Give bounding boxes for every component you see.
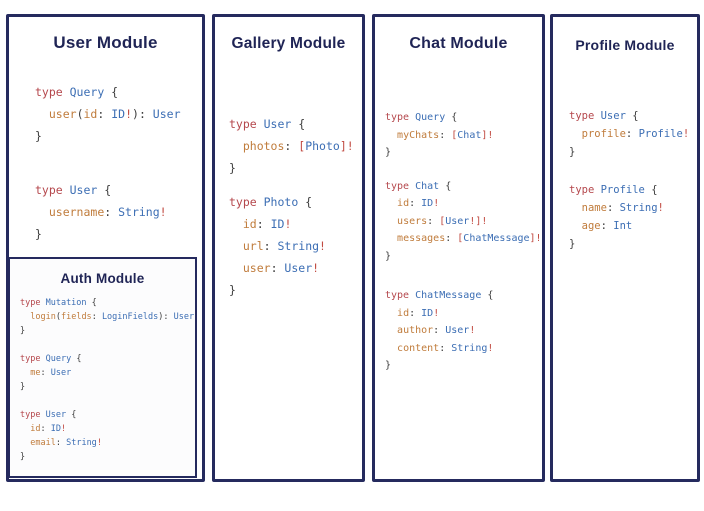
chat-module-panel: Chat Module type Query { myChats: [Chat]… — [372, 14, 545, 482]
user-module-title: User Module — [53, 33, 158, 52]
auth-module-code-block-3: type User { id: ID! email: String!} — [20, 410, 102, 462]
chat-module-code-block-2: type Chat { id: ID! users: [User!]! mess… — [385, 180, 542, 262]
auth-module-panel: Auth Module type Mutation { login(fields… — [8, 257, 197, 478]
gallery-module-title: Gallery Module — [231, 35, 346, 52]
gallery-module-panel: Gallery Module type User { photos: [Phot… — [212, 14, 365, 482]
profile-module-panel: Profile Module type User { profile: Prof… — [550, 14, 700, 482]
gallery-module-code-block-2: type Photo { id: ID! url: String! user: … — [229, 195, 326, 297]
user-module-code-block-2: type User { username: String!} — [35, 183, 167, 241]
auth-module-title: Auth Module — [60, 271, 145, 286]
auth-module-code-block-1: type Mutation { login(fields: LoginField… — [20, 298, 195, 336]
profile-module-title: Profile Module — [575, 37, 675, 53]
gallery-module-code-block-1: type User { photos: [Photo]!} — [229, 117, 354, 175]
user-module-code-block-1: type Query { user(id: ID!): User} — [35, 85, 181, 143]
profile-module-code-block-1: type User { profile: Profile!} — [569, 110, 690, 158]
chat-module-title: Chat Module — [409, 35, 508, 52]
auth-module-code-block-2: type Query { me: User} — [20, 354, 82, 392]
profile-module-code-block-2: type Profile { name: String! age: Int} — [569, 184, 664, 250]
chat-module-code-block-1: type Query { myChats: [Chat]!} — [385, 112, 494, 158]
chat-module-code-block-3: type ChatMessage { id: ID! author: User!… — [385, 290, 494, 371]
